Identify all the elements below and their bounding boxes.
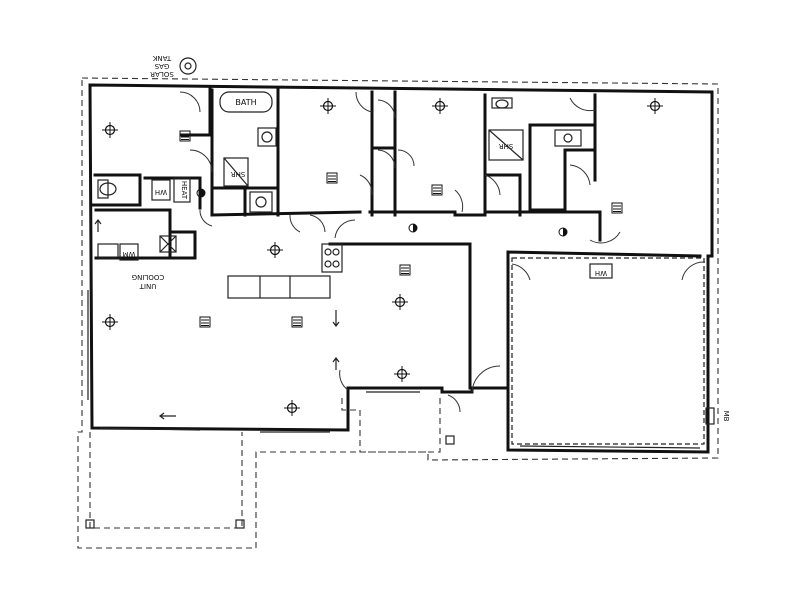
cooling-unit-label-1: COOLING xyxy=(132,273,165,281)
toilet-icon xyxy=(491,97,513,109)
bath-label: BATH xyxy=(235,98,256,107)
door-swings xyxy=(179,91,706,413)
heater xyxy=(173,177,191,203)
entry-outline xyxy=(341,398,441,453)
mb-label: MB xyxy=(722,411,730,422)
toilet-icon xyxy=(97,179,117,199)
wm-label: WM xyxy=(123,250,136,258)
water-heater-2 xyxy=(589,263,613,279)
external-wall xyxy=(88,83,714,454)
bathtub xyxy=(219,91,273,113)
shower-1 xyxy=(223,157,249,187)
porch-outline xyxy=(89,432,243,529)
shower-2-label: SHR xyxy=(499,142,514,150)
wh-1-label: WH xyxy=(155,188,167,196)
shower-2 xyxy=(488,129,524,161)
wh-2-label: WH xyxy=(595,269,607,277)
cooling-unit-label-2: UNIT xyxy=(139,282,156,290)
solar-gas-tank: SOLAR GAS TANK xyxy=(150,54,197,78)
svg-text:TANK: TANK xyxy=(152,54,172,62)
shower-1-label: SHR xyxy=(231,170,246,178)
internal-walls xyxy=(90,86,702,390)
meter-box xyxy=(705,407,715,425)
heat-label: HEAT xyxy=(180,181,188,200)
svg-text:GAS: GAS xyxy=(154,62,169,70)
laundry-tub xyxy=(97,243,119,259)
water-heater-1 xyxy=(151,179,171,201)
windows xyxy=(87,290,701,449)
eaves-outline xyxy=(77,77,719,549)
cooktop xyxy=(321,243,343,273)
svg-text:SOLAR: SOLAR xyxy=(150,70,174,78)
garage xyxy=(511,257,705,445)
washing-machine xyxy=(119,243,139,261)
kitchen-bench xyxy=(227,275,331,299)
